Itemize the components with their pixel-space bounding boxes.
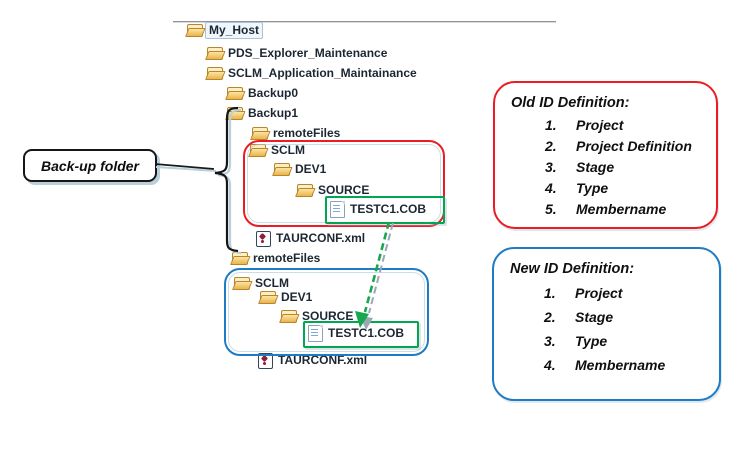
old-id-item-number: 1.: [545, 117, 557, 133]
move-arrow-shadow: [368, 222, 394, 314]
tree-item-dev1-current[interactable]: DEV1: [258, 289, 312, 306]
tree-item-backup1[interactable]: Backup1: [225, 105, 298, 122]
open-folder-icon: [205, 67, 223, 80]
tree-item-testc1-cob-current[interactable]: TESTC1.COB: [308, 325, 404, 342]
tree-item-label: SCLM: [255, 276, 289, 290]
tree-item-label: SOURCE: [302, 309, 354, 323]
tree-item-label: TESTC1.COB: [350, 202, 427, 216]
document-file-icon: [308, 325, 323, 342]
open-folder-icon: [258, 291, 276, 304]
tree-item-taurconf-xml-backup[interactable]: TAURCONF.xml: [256, 230, 365, 247]
tree-item-label: PDS_Explorer_Maintenance: [228, 46, 388, 60]
new-id-definition-title: New ID Definition:: [510, 261, 635, 277]
open-folder-icon: [295, 184, 313, 197]
old-id-item: 3. Stage: [545, 159, 716, 175]
new-id-item: 2. Stage: [544, 309, 719, 325]
new-id-item-label: Project: [575, 285, 623, 301]
callout-connector-shadow: [155, 166, 217, 172]
tree-item-label: Backup0: [248, 86, 299, 100]
new-id-item-number: 1.: [544, 285, 556, 301]
tree-item-taurconf-xml-current[interactable]: TAURCONF.xml: [258, 352, 367, 369]
xml-file-icon: [256, 230, 271, 247]
new-id-item: 3. Type: [544, 333, 719, 349]
tree-item-label: remoteFiles: [273, 126, 341, 140]
old-id-definition-box: Old ID Definition: 1. Project 2. Project…: [493, 81, 718, 229]
old-id-definition-title: Old ID Definition:: [511, 95, 630, 111]
open-folder-icon: [225, 87, 243, 100]
old-id-item: 1. Project: [545, 117, 716, 133]
move-arrow: [363, 221, 391, 313]
tree-item-label: TESTC1.COB: [328, 326, 405, 340]
open-folder-icon: [248, 144, 266, 157]
old-id-item: 2. Project Definition: [545, 138, 716, 154]
new-id-item-label: Membername: [575, 357, 666, 373]
open-folder-icon: [185, 24, 203, 37]
tree-item-label: DEV1: [281, 290, 313, 304]
separator-line: [173, 21, 556, 23]
old-id-item-label: Membername: [576, 201, 667, 217]
new-id-item-label: Type: [575, 333, 608, 349]
tree-item-pds-explorer-maintenance[interactable]: PDS_Explorer_Maintenance: [205, 45, 387, 62]
tree-item-label: SCLM_Application_Maintainance: [228, 66, 417, 80]
new-id-item-number: 2.: [544, 309, 556, 325]
tree-item-source-current[interactable]: SOURCE: [279, 308, 353, 325]
tree-item-testc1-cob-backup[interactable]: TESTC1.COB: [330, 201, 426, 218]
new-id-definition-box: New ID Definition: 1. Project 2. Stage 3…: [492, 247, 721, 401]
tree-item-remotefiles-current[interactable]: remoteFiles: [230, 250, 320, 267]
tree-item-backup0[interactable]: Backup0: [225, 85, 298, 102]
tree-item-dev1-backup[interactable]: DEV1: [272, 161, 326, 178]
open-folder-icon: [232, 277, 250, 290]
backup-folder-callout: Back-up folder: [23, 149, 157, 182]
open-folder-icon: [272, 163, 290, 176]
tree-item-label: remoteFiles: [253, 251, 321, 265]
tree-item-label: Backup1: [248, 106, 299, 120]
curly-brace: [214, 106, 239, 253]
old-id-item-label: Type: [576, 180, 609, 196]
tree-item-remotefiles-backup[interactable]: remoteFiles: [250, 125, 340, 142]
callout-connector-line: [154, 163, 215, 170]
document-file-icon: [330, 201, 345, 218]
old-id-item-number: 5.: [545, 201, 557, 217]
tree-item-label: TAURCONF.xml: [276, 231, 366, 245]
tree-item-source-backup[interactable]: SOURCE: [295, 182, 369, 199]
old-id-item: 4. Type: [545, 180, 716, 196]
old-id-item-label: Project Definition: [576, 138, 692, 154]
old-id-item-number: 4.: [545, 180, 557, 196]
open-folder-icon: [250, 127, 268, 140]
open-folder-icon: [205, 47, 223, 60]
old-id-item-number: 3.: [545, 159, 557, 175]
new-id-item-number: 4.: [544, 357, 556, 373]
old-id-item-label: Project: [576, 117, 624, 133]
open-folder-icon: [225, 107, 243, 120]
tree-item-sclm-application-maintainance[interactable]: SCLM_Application_Maintainance: [205, 65, 417, 82]
curly-brace-shadow: [217, 108, 242, 255]
tree-item-sclm-current[interactable]: SCLM: [232, 275, 289, 292]
tree-item-label: My_Host: [205, 22, 264, 39]
old-id-item: 5. Membername: [545, 201, 716, 217]
new-id-item: 1. Project: [544, 285, 719, 301]
xml-file-icon: [258, 352, 273, 369]
tree-item-label: TAURCONF.xml: [278, 353, 368, 367]
old-id-item-number: 2.: [545, 138, 557, 154]
new-id-item-number: 3.: [544, 333, 556, 349]
open-folder-icon: [230, 252, 248, 265]
tree-item-label: SOURCE: [318, 183, 370, 197]
backup-folder-callout-label: Back-up folder: [40, 157, 139, 174]
open-folder-icon: [279, 310, 297, 323]
tree-item-my-host[interactable]: My_Host: [185, 22, 264, 39]
tree-item-sclm-backup[interactable]: SCLM: [248, 142, 305, 159]
new-id-item-label: Stage: [575, 309, 614, 325]
old-id-item-label: Stage: [576, 159, 615, 175]
tree-item-label: SCLM: [271, 143, 305, 157]
new-id-item: 4. Membername: [544, 357, 719, 373]
tree-item-label: DEV1: [295, 162, 327, 176]
